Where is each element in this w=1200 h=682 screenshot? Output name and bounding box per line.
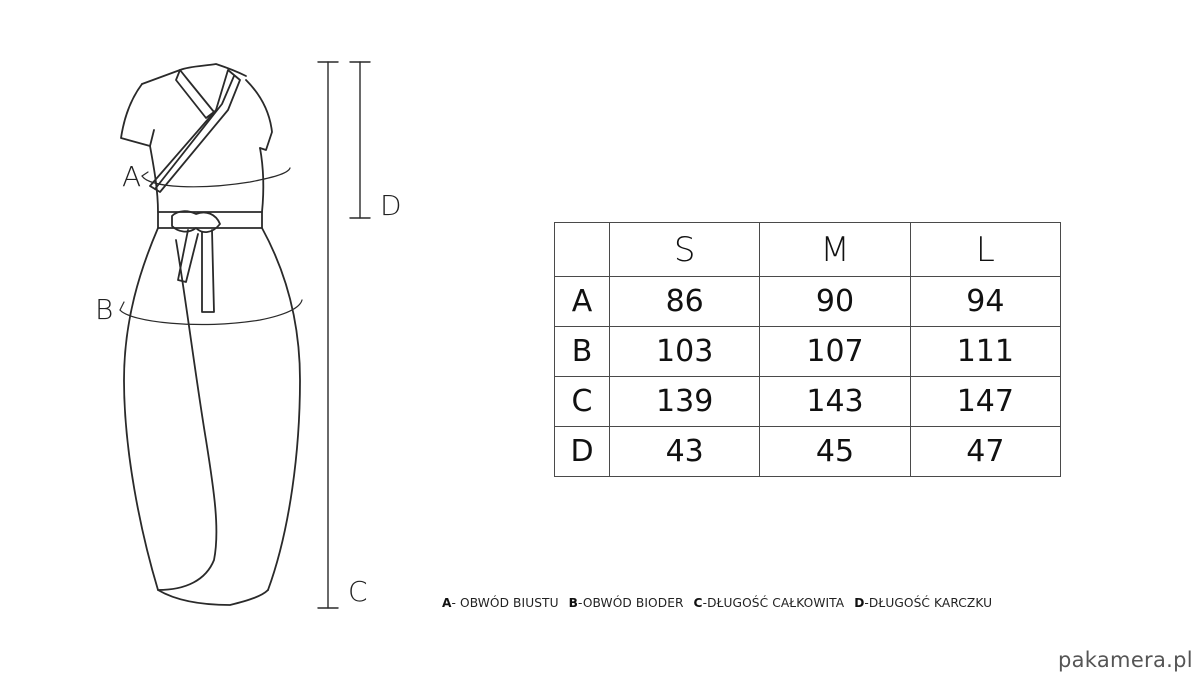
legend-item-d: D-DŁUGOŚĆ KARCZKU: [854, 596, 992, 610]
table-corner-cell: [554, 221, 610, 278]
collar-left: [175, 69, 215, 119]
legend-key: D: [854, 596, 865, 610]
skirt-right: [261, 227, 301, 591]
row-label: C: [554, 376, 610, 427]
legend-text: -OBWÓD BIODER: [578, 596, 684, 610]
hip-measure: [119, 299, 303, 326]
table-row: A 86 90 94: [554, 276, 1062, 328]
table-cell: 43: [608, 425, 761, 478]
table-cell: 86: [608, 276, 761, 328]
table-cell: 111: [909, 326, 1062, 377]
belt-tie-right: [201, 229, 215, 313]
legend-text: -DŁUGOŚĆ KARCZKU: [864, 596, 993, 610]
legend-item-b: B-OBWÓD BIODER: [569, 596, 684, 610]
label-c: C: [348, 575, 368, 608]
measurement-legend: A- OBWÓD BIUSTU B-OBWÓD BIODER C-DŁUGOŚĆ…: [442, 596, 998, 610]
left-sleeve: [120, 83, 155, 147]
size-table: S M L A 86 90 94 B 103 107 111 C 139 143…: [554, 221, 1062, 478]
right-sleeve: [245, 79, 273, 151]
legend-item-c: C-DŁUGOŚĆ CAŁKOWITA: [694, 596, 845, 610]
table-cell: 103: [608, 326, 761, 377]
legend-text: - OBWÓD BIUSTU: [451, 596, 559, 610]
legend-key: A: [442, 596, 452, 610]
label-b: B: [95, 293, 114, 326]
table-cell: 47: [909, 425, 1062, 478]
legend-key: B: [568, 596, 578, 610]
row-label: A: [554, 276, 610, 328]
row-label: B: [554, 326, 610, 377]
table-cell: 45: [759, 425, 911, 478]
belt-bow: [171, 210, 221, 233]
table-row: C 139 143 147: [554, 376, 1062, 427]
table-cell: 94: [909, 276, 1062, 328]
row-label: D: [554, 425, 610, 478]
skirt-wrap: [157, 239, 218, 591]
table-row: B 103 107 111: [554, 326, 1062, 377]
bodice-left: [141, 69, 181, 85]
table-header-row: S M L: [554, 221, 1062, 278]
legend-key: C: [693, 596, 703, 610]
collar-back: [179, 63, 247, 77]
bust-measure: [141, 167, 291, 188]
table-cell: 90: [759, 276, 911, 328]
label-d: D: [380, 189, 402, 222]
legend-item-a: A- OBWÓD BIUSTU: [442, 596, 559, 610]
header-m: M: [759, 221, 911, 278]
dress-illustration: [119, 61, 371, 609]
skirt-left: [123, 227, 269, 606]
wrap-band: [149, 69, 241, 193]
table-cell: 143: [759, 376, 911, 427]
table-cell: 107: [759, 326, 911, 377]
table-cell: 139: [608, 376, 761, 427]
label-a: A: [122, 160, 142, 193]
header-l: L: [909, 221, 1062, 278]
pakamera-logo: pakamera.pl: [1058, 648, 1193, 672]
legend-text: -DŁUGOŚĆ CAŁKOWITA: [702, 596, 845, 610]
table-row: D 43 45 47: [554, 425, 1062, 478]
header-s: S: [608, 221, 761, 278]
table-cell: 147: [909, 376, 1062, 427]
